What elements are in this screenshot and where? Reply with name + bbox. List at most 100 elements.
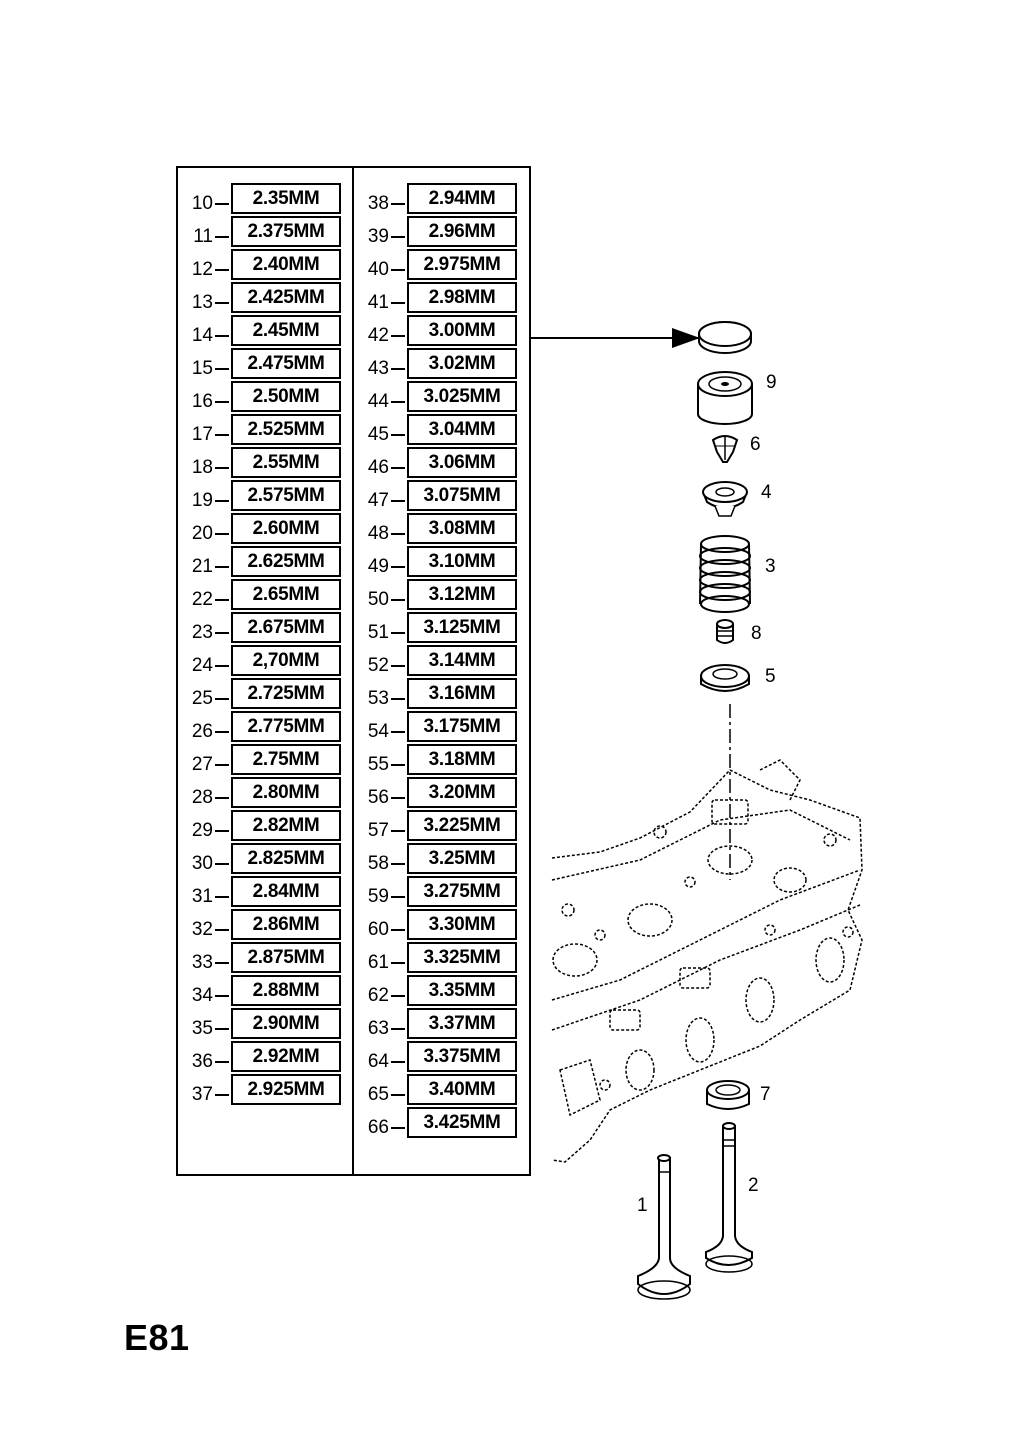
shim-ref-number: 52: [367, 655, 389, 676]
shim-size-box: 2.625MM: [231, 546, 341, 577]
shim-ref-number: 44: [367, 391, 389, 412]
shim-ref-number: 46: [367, 457, 389, 478]
shim-size-box: 3.12MM: [407, 579, 517, 610]
shim-ref-number: 39: [367, 226, 389, 247]
shim-size-box: 2.475MM: [231, 348, 341, 379]
shim-size-box: 3.025MM: [407, 381, 517, 412]
valve-keepers-icon: [711, 435, 739, 463]
leader-tick: [215, 764, 229, 766]
leader-tick: [391, 500, 405, 502]
leader-tick: [215, 632, 229, 634]
shim-size-box: 3.225MM: [407, 810, 517, 841]
shim-ref-number: 21: [191, 556, 213, 577]
shim-ref-number: 43: [367, 358, 389, 379]
shim-size-box: 3.08MM: [407, 513, 517, 544]
leader-tick: [391, 467, 405, 469]
leader-tick: [215, 929, 229, 931]
shim-size-box: 2.675MM: [231, 612, 341, 643]
callout-1: 1: [637, 1195, 648, 1216]
leader-tick: [215, 731, 229, 733]
shim-size-box: 2.96MM: [407, 216, 517, 247]
shim-ref-number: 17: [191, 424, 213, 445]
shim-ref-number: 65: [367, 1084, 389, 1105]
shim-size-box: 2.65MM: [231, 579, 341, 610]
shim-ref-number: 18: [191, 457, 213, 478]
spring-seat-icon: [700, 664, 750, 692]
shim-ref-number: 41: [367, 292, 389, 313]
leader-tick: [391, 665, 405, 667]
shim-ref-number: 23: [191, 622, 213, 643]
shim-size-box: 2.55MM: [231, 447, 341, 478]
shim-ref-number: 14: [191, 325, 213, 346]
leader-tick: [215, 401, 229, 403]
shim-ref-number: 47: [367, 490, 389, 511]
shim-size-box: 2.975MM: [407, 249, 517, 280]
shim-size-box: 3.35MM: [407, 975, 517, 1006]
callout-3: 3: [765, 556, 776, 577]
leader-tick: [215, 599, 229, 601]
leader-tick: [215, 236, 229, 238]
shim-size-box: 3.02MM: [407, 348, 517, 379]
shim-ref-number: 22: [191, 589, 213, 610]
shim-row: 31 2.84MM: [185, 876, 355, 909]
shim-ref-number: 60: [367, 919, 389, 940]
leader-tick: [215, 500, 229, 502]
leader-tick: [391, 566, 405, 568]
valve-stem-seal-icon: [716, 619, 734, 644]
shim-ref-number: 16: [191, 391, 213, 412]
shim-row: 60 3.30MM: [361, 909, 531, 942]
leader-tick: [215, 566, 229, 568]
leader-tick: [391, 863, 405, 865]
shim-row: 44 3.025MM: [361, 381, 531, 414]
shim-ref-number: 48: [367, 523, 389, 544]
leader-tick: [391, 896, 405, 898]
leader-tick: [215, 269, 229, 271]
shim-size-box: 3.30MM: [407, 909, 517, 940]
callout-5: 5: [765, 666, 776, 687]
shim-ref-number: 32: [191, 919, 213, 940]
shim-ref-number: 31: [191, 886, 213, 907]
shim-size-box: 2.35MM: [231, 183, 341, 214]
shim-size-box: 2.925MM: [231, 1074, 341, 1105]
shim-size-box: 3.325MM: [407, 942, 517, 973]
leader-tick: [215, 698, 229, 700]
leader-tick: [215, 863, 229, 865]
leader-tick: [215, 533, 229, 535]
shim-ref-number: 25: [191, 688, 213, 709]
callout-8: 8: [751, 623, 762, 644]
leader-tick: [215, 665, 229, 667]
shim-ref-number: 20: [191, 523, 213, 544]
shim-size-box: 2.84MM: [231, 876, 341, 907]
leader-tick: [215, 1061, 229, 1063]
shim-ref-number: 45: [367, 424, 389, 445]
callout-2: 2: [748, 1175, 759, 1196]
shim-size-box: 3.40MM: [407, 1074, 517, 1105]
shim-ref-number: 35: [191, 1018, 213, 1039]
leader-tick: [391, 929, 405, 931]
shim-ref-number: 13: [191, 292, 213, 313]
leader-tick: [391, 995, 405, 997]
leader-tick: [215, 203, 229, 205]
leader-tick: [215, 995, 229, 997]
shim-size-box: 2.825MM: [231, 843, 341, 874]
shim-size-box: 3.125MM: [407, 612, 517, 643]
